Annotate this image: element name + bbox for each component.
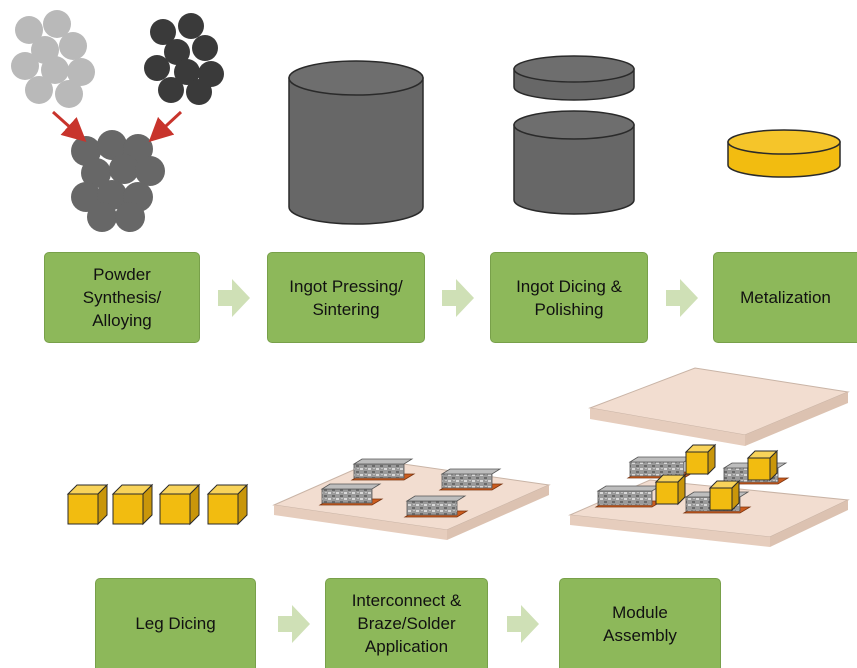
step-powder-synthesis: Powder Synthesis/ Alloying — [44, 252, 200, 343]
metalized-disk-icon — [727, 129, 841, 178]
process-arrow-2 — [442, 279, 474, 317]
process-arrow-5 — [507, 605, 539, 643]
diced-legs-icon — [66, 483, 249, 526]
step-module-assembly: Module Assembly — [559, 578, 721, 668]
step-metalization-label: Metalization — [740, 288, 831, 307]
step-ingot-dicing-label: Ingot Dicing & Polishing — [516, 276, 622, 319]
step-leg-dicing-label: Leg Dicing — [135, 614, 216, 633]
step-metalization: Metalization — [713, 252, 857, 343]
step-module-assembly-label: Module Assembly — [603, 602, 677, 645]
step-ingot-dicing: Ingot Dicing & Polishing — [490, 252, 648, 343]
module-assembly-icon — [568, 367, 850, 547]
step-interconnect-label: Interconnect & Braze/Solder Application — [351, 591, 462, 656]
step-powder-synthesis-label: Powder Synthesis/ Alloying — [82, 265, 162, 330]
step-interconnect: Interconnect & Braze/Solder Application — [325, 578, 488, 668]
substrate-with-legs-icon — [272, 458, 551, 540]
cylinder-ingot-icon — [288, 60, 424, 225]
step-ingot-pressing-label: Ingot Pressing/ Sintering — [289, 276, 403, 319]
sliced-ingot-icon — [513, 55, 635, 215]
powder-particles-icon — [11, 10, 224, 232]
process-arrow-1 — [218, 279, 250, 317]
step-ingot-pressing: Ingot Pressing/ Sintering — [267, 252, 425, 343]
process-arrow-4 — [278, 605, 310, 643]
process-arrow-3 — [666, 279, 698, 317]
step-leg-dicing: Leg Dicing — [95, 578, 256, 668]
